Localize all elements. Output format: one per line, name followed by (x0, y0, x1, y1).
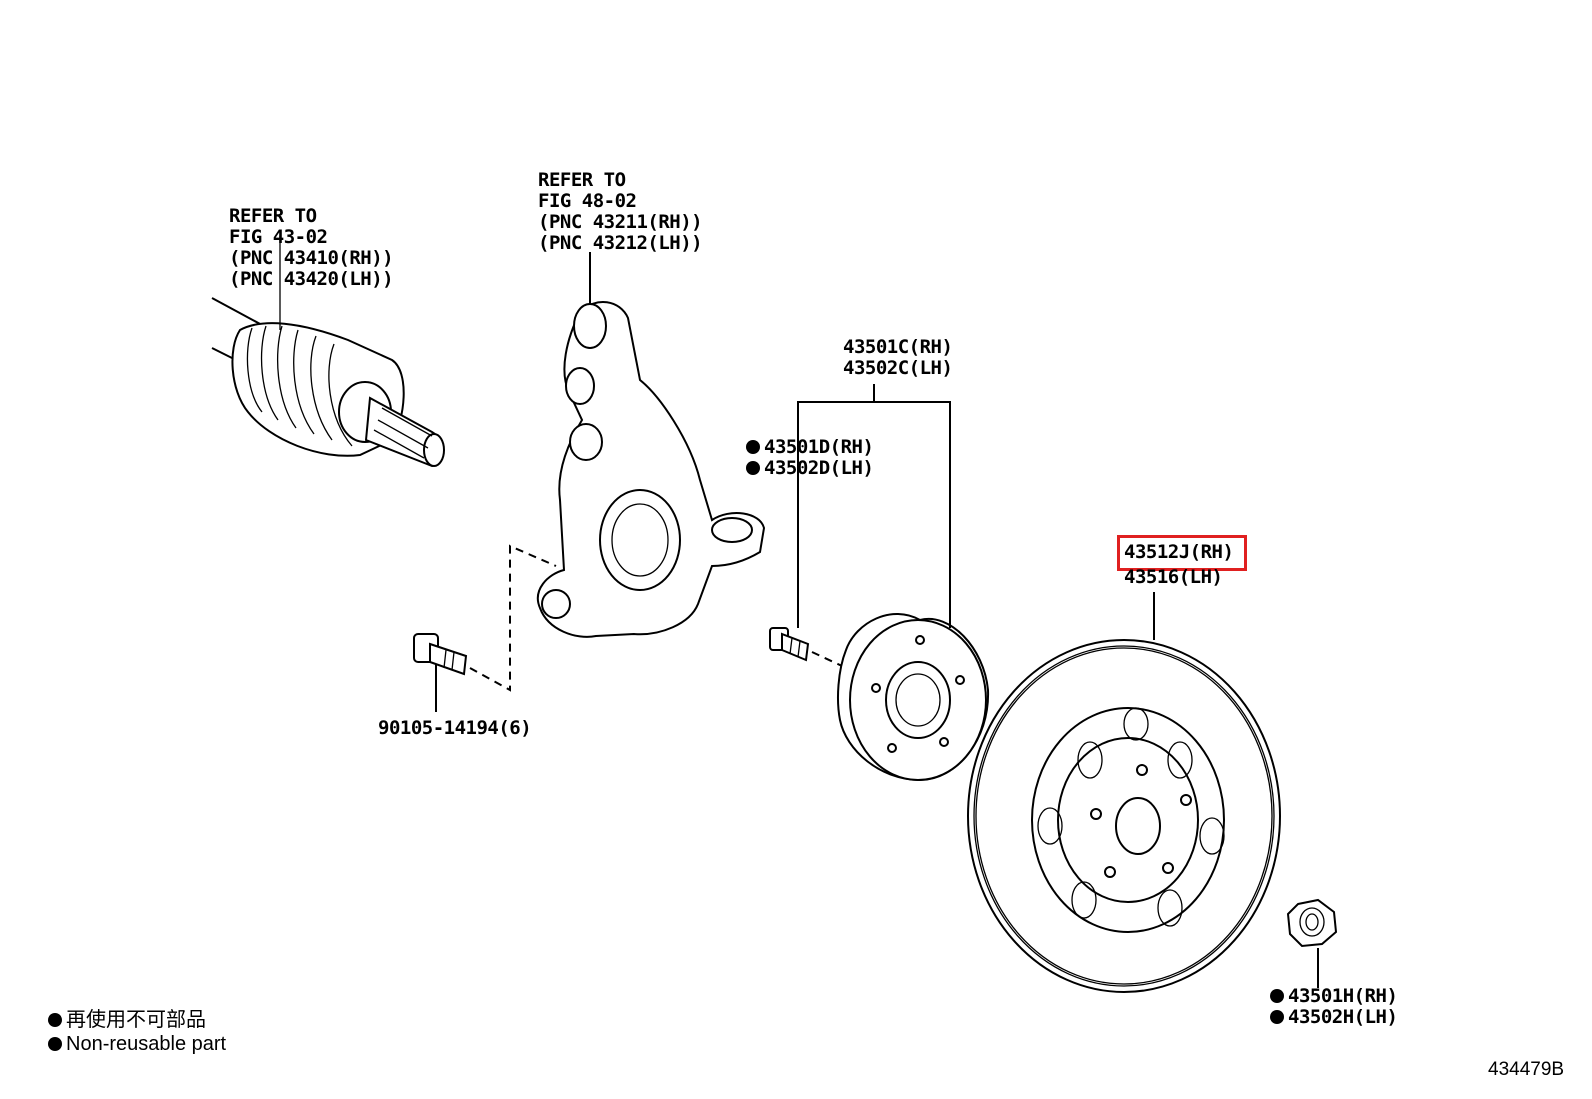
hub-bolt-rh-label: 43501D(RH) (746, 436, 874, 458)
legend-english-text: Non-reusable part (66, 1033, 227, 1055)
hub-bolt-lh-text: 43502D(LH) (764, 457, 874, 479)
bolt-drawing (413, 544, 557, 712)
knuckle-callout-line-2: FIG 48-02 (538, 190, 637, 212)
hub-nut-drawing (1286, 898, 1338, 988)
drive-shaft-drawing (211, 236, 445, 468)
legend-japanese: 再使用不可部品 (48, 1008, 206, 1032)
hub-bolt-rh-text: 43501D(RH) (764, 436, 874, 458)
figure-id: 434479B (1488, 1059, 1565, 1080)
hub-assembly-drawing (769, 384, 990, 782)
non-reusable-marker (1270, 989, 1284, 1003)
brake-rotor-drawing (967, 592, 1281, 993)
nut-rh-text: 43501H(RH) (1288, 985, 1398, 1007)
nut-rh-label: 43501H(RH) (1270, 985, 1398, 1007)
driveshaft-callout-line-3: (PNC 43410(RH)) (229, 247, 394, 269)
hub-rh-label: 43501C(RH) (843, 336, 953, 358)
knuckle-callout-line-1: REFER TO (538, 169, 626, 191)
nut-lh-label: 43502H(LH) (1270, 1006, 1398, 1028)
non-reusable-marker (746, 461, 760, 475)
non-reusable-marker (746, 440, 760, 454)
legend-english: Non-reusable part (48, 1032, 226, 1056)
hub-lh-label: 43502C(LH) (843, 357, 953, 379)
legend-japanese-text: 再使用不可部品 (66, 1009, 206, 1031)
nut-lh-text: 43502H(LH) (1288, 1006, 1398, 1028)
legend-marker-icon (48, 1037, 62, 1051)
steering-knuckle-drawing (537, 252, 766, 638)
legend-marker-icon (48, 1013, 62, 1027)
knuckle-callout-line-3: (PNC 43211(RH)) (538, 211, 703, 233)
driveshaft-callout-line-4: (PNC 43420(LH)) (229, 268, 394, 290)
bolt-label: 90105-14194(6) (378, 717, 532, 739)
hub-bolt-lh-label: 43502D(LH) (746, 457, 874, 479)
knuckle-callout-line-4: (PNC 43212(LH)) (538, 232, 703, 254)
rotor-lh-label: 43516(LH) (1124, 566, 1223, 588)
driveshaft-callout-line-2: FIG 43-02 (229, 226, 328, 248)
highlight-box (1117, 535, 1247, 571)
non-reusable-marker (1270, 1010, 1284, 1024)
rotor-rh-label[interactable]: 43512J(RH) (1124, 541, 1234, 563)
driveshaft-callout-line-1: REFER TO (229, 205, 317, 227)
